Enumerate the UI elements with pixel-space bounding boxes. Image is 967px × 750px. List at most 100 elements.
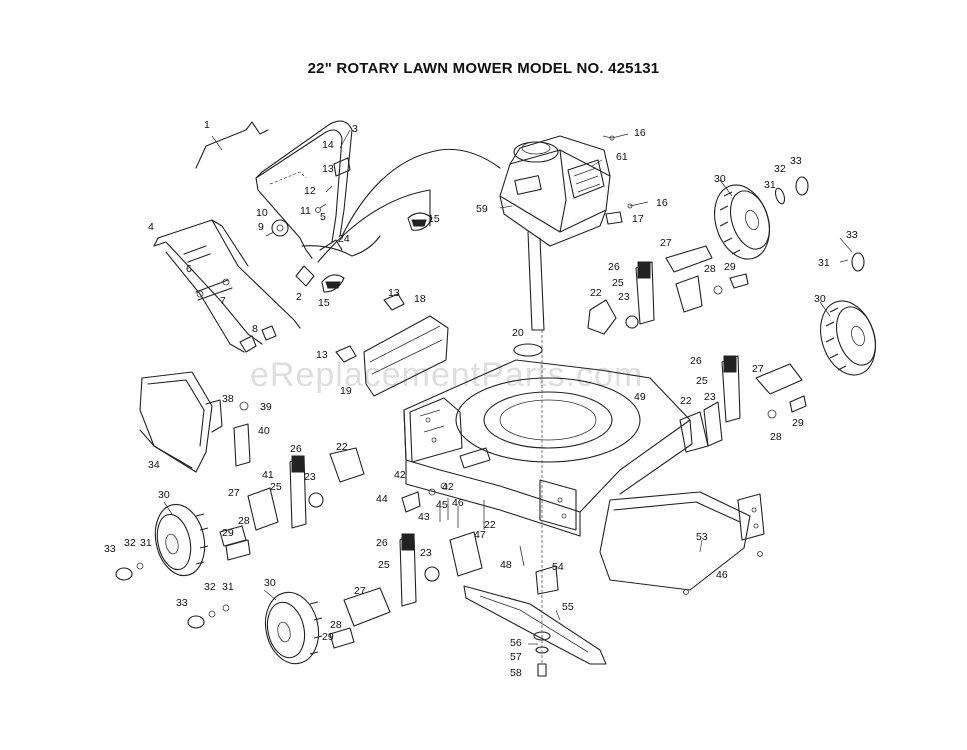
baffle-53 xyxy=(599,491,765,595)
callout-58: 58 xyxy=(510,667,522,679)
wheel-rear-right-lower xyxy=(820,252,877,376)
callout-33: 33 xyxy=(846,229,858,241)
callout-23: 23 xyxy=(420,547,432,559)
callout-27: 27 xyxy=(354,585,366,597)
callout-18: 18 xyxy=(414,293,426,305)
callout-31: 31 xyxy=(222,581,234,593)
callout-22: 22 xyxy=(680,395,692,407)
callout-22: 22 xyxy=(484,519,496,531)
callout-28: 28 xyxy=(238,515,250,527)
callout-33: 33 xyxy=(104,543,116,555)
callout-25: 25 xyxy=(270,481,282,493)
callout-40: 40 xyxy=(258,425,270,437)
callout-9: 9 xyxy=(258,221,264,233)
chute-34 xyxy=(139,371,251,473)
callout-12: 12 xyxy=(304,185,316,197)
leader-lines xyxy=(163,129,853,645)
callout-27: 27 xyxy=(660,237,672,249)
callout-31: 31 xyxy=(764,179,776,191)
callout-55: 55 xyxy=(562,601,574,613)
callout-49: 49 xyxy=(634,391,646,403)
wheel-front-left-lower xyxy=(187,591,323,665)
callout-32: 32 xyxy=(124,537,136,549)
handle-parts xyxy=(153,120,501,353)
callout-46: 46 xyxy=(452,497,464,509)
callouts: 1 3 14 13 12 5 10 9 11 24 15 15 2 4 6 7 … xyxy=(104,119,858,679)
callout-27: 27 xyxy=(752,363,764,375)
callout-13: 13 xyxy=(322,163,334,175)
callout-23: 23 xyxy=(618,291,630,303)
callout-57: 57 xyxy=(510,651,522,663)
callout-54: 54 xyxy=(552,561,564,573)
callout-48: 48 xyxy=(500,559,512,571)
callout-29: 29 xyxy=(792,417,804,429)
callout-44: 44 xyxy=(376,493,388,505)
callout-22: 22 xyxy=(336,441,348,453)
callout-26: 26 xyxy=(690,355,702,367)
fasteners-42-48 xyxy=(401,447,525,567)
wheel-front-left xyxy=(115,503,209,581)
callout-30: 30 xyxy=(814,293,826,305)
callout-3: 3 xyxy=(352,123,358,135)
callout-31: 31 xyxy=(818,257,830,269)
height-adjuster-rear-right-lower xyxy=(679,355,807,453)
callout-16: 16 xyxy=(634,127,646,139)
callout-26: 26 xyxy=(290,443,302,455)
callout-27: 27 xyxy=(228,487,240,499)
callout-32: 32 xyxy=(774,163,786,175)
callout-24: 24 xyxy=(338,233,350,245)
callout-42: 42 xyxy=(442,481,454,493)
callout-33: 33 xyxy=(790,155,802,167)
callout-23: 23 xyxy=(704,391,716,403)
callout-1: 1 xyxy=(204,119,210,131)
callout-46: 46 xyxy=(716,569,728,581)
callout-29: 29 xyxy=(322,631,334,643)
callout-34: 34 xyxy=(148,459,160,471)
callout-28: 28 xyxy=(330,619,342,631)
callout-17: 17 xyxy=(632,213,644,225)
callout-2: 2 xyxy=(296,291,302,303)
callout-28: 28 xyxy=(770,431,782,443)
callout-42: 42 xyxy=(394,469,406,481)
callout-30: 30 xyxy=(264,577,276,589)
callout-31: 31 xyxy=(140,537,152,549)
diagram-title: 22" ROTARY LAWN MOWER MODEL NO. 425131 xyxy=(307,60,660,77)
callout-26: 26 xyxy=(376,537,388,549)
callout-61: 61 xyxy=(616,151,628,163)
callout-16: 16 xyxy=(656,197,668,209)
height-adjuster-front-left-lower xyxy=(329,531,483,649)
callout-45: 45 xyxy=(436,499,448,511)
callout-43: 43 xyxy=(418,511,430,523)
callout-53: 53 xyxy=(696,531,708,543)
height-adjuster-front-left xyxy=(219,447,365,561)
callout-25: 25 xyxy=(696,375,708,387)
callout-32: 32 xyxy=(204,581,216,593)
callout-39: 39 xyxy=(260,401,272,413)
callout-25: 25 xyxy=(378,559,390,571)
callout-47: 47 xyxy=(474,529,486,541)
watermark: eReplacementParts.com xyxy=(250,356,644,394)
callout-23: 23 xyxy=(304,471,316,483)
callout-19: 19 xyxy=(340,385,352,397)
callout-13: 13 xyxy=(316,349,328,361)
callout-29: 29 xyxy=(222,527,234,539)
callout-38: 38 xyxy=(222,393,234,405)
callout-59: 59 xyxy=(476,203,488,215)
callout-13: 13 xyxy=(388,287,400,299)
callout-8: 8 xyxy=(252,323,258,335)
callout-6: 6 xyxy=(186,263,192,275)
height-adjuster-rear-right xyxy=(587,245,749,335)
callout-15: 15 xyxy=(428,213,440,225)
callout-56: 56 xyxy=(510,637,522,649)
callout-25: 25 xyxy=(612,277,624,289)
engine-59 xyxy=(499,133,649,331)
callout-29: 29 xyxy=(724,261,736,273)
callout-20: 20 xyxy=(512,327,524,339)
callout-10: 10 xyxy=(256,207,268,219)
callout-22: 22 xyxy=(590,287,602,299)
callout-5: 5 xyxy=(320,211,326,223)
callout-41: 41 xyxy=(262,469,274,481)
callout-28: 28 xyxy=(704,263,716,275)
callout-14: 14 xyxy=(322,139,334,151)
